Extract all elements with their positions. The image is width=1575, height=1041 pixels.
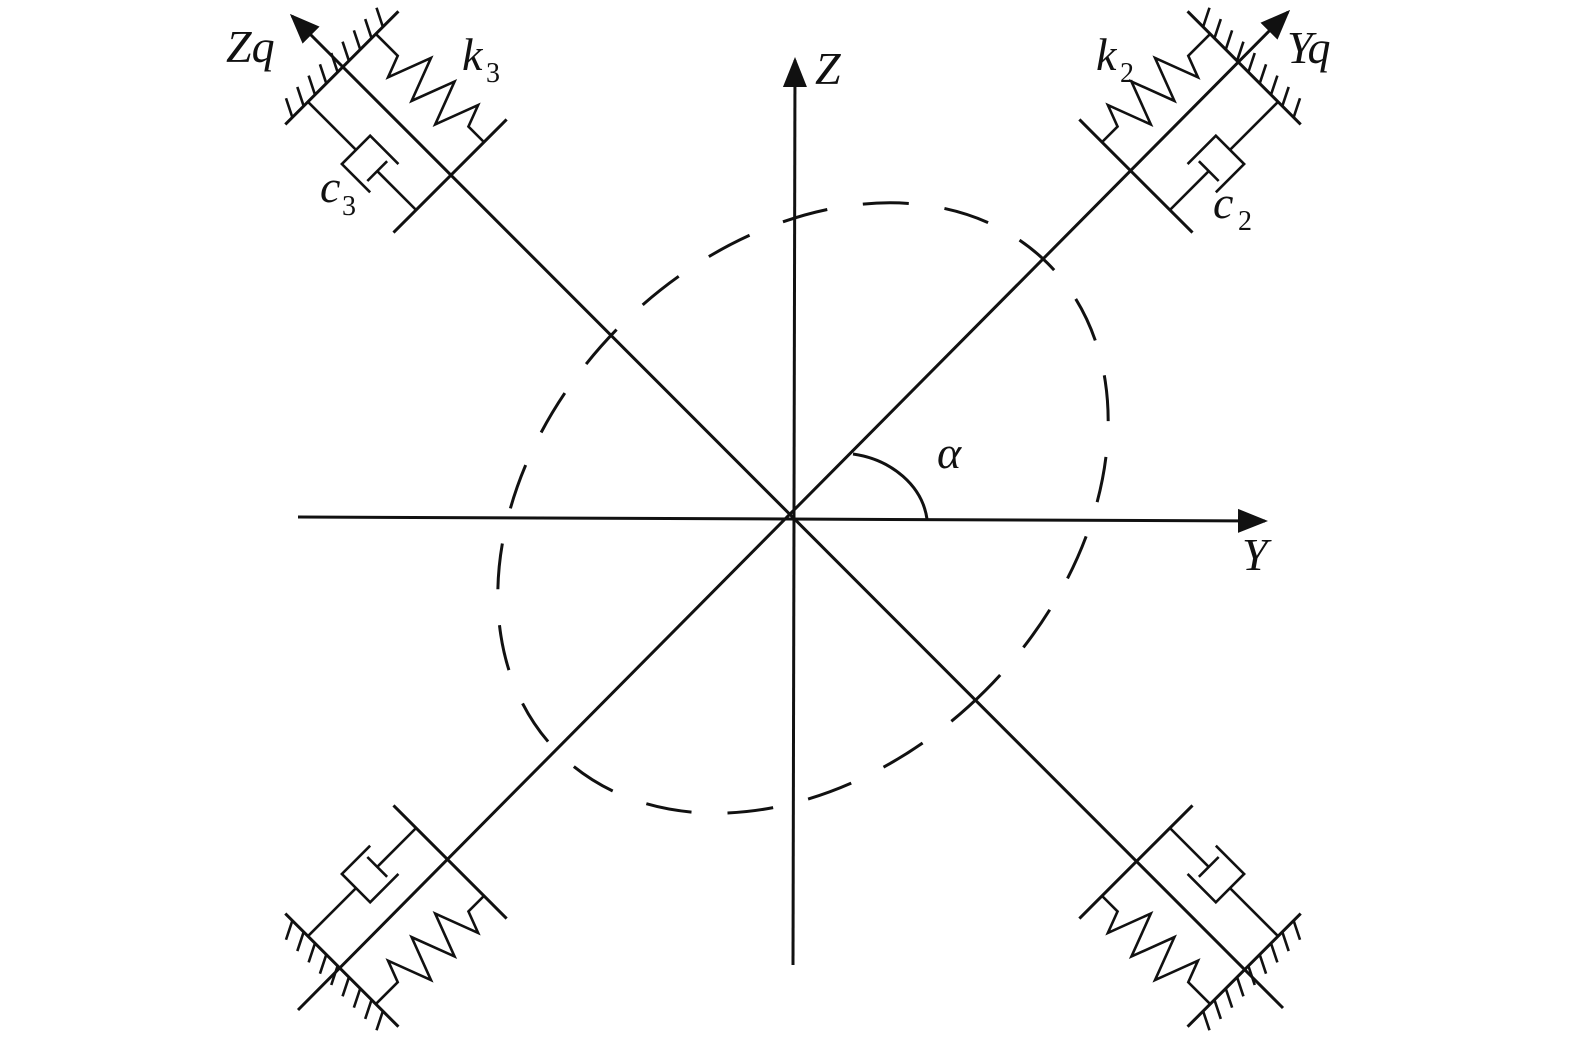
c3-subscript: 3	[342, 191, 356, 222]
upper-right-hatch	[1213, 18, 1223, 39]
z-axis-line	[782, 57, 807, 966]
upper-left-hatch	[296, 86, 305, 107]
c3-label: c	[320, 161, 340, 212]
upper-right-damper-cylinder	[1186, 133, 1246, 194]
lower-right-hatch	[1281, 931, 1290, 952]
yq-axis-label: Yq	[1287, 22, 1330, 73]
zq-axis-label: Zq	[226, 21, 275, 72]
upper-left-hatch	[330, 52, 339, 73]
upper-right-hatch	[1235, 41, 1245, 62]
orbit-ellipse	[496, 201, 1110, 815]
lower-left-spring	[374, 894, 485, 1005]
upper-left-hatch	[341, 41, 351, 62]
upper-left-inner-plate	[392, 118, 508, 234]
lower-left-hatch	[330, 965, 339, 986]
lower-left-hatch	[307, 942, 317, 963]
lower-right-damper-rod-outer	[1229, 887, 1279, 938]
lower-right-hatch	[1235, 976, 1245, 997]
k3-label: k	[462, 29, 484, 80]
k2-label: k	[1096, 29, 1118, 80]
yq-axis-line	[296, 9, 1291, 1012]
upper-left-hatch	[375, 7, 385, 28]
lower-right-support	[1078, 804, 1302, 1031]
alpha-arc	[852, 452, 929, 520]
z-axis-label: Z	[815, 43, 841, 94]
lower-left-hatch	[341, 976, 351, 997]
lower-left-inner-plate	[392, 804, 508, 920]
lower-left-damper-piston	[366, 856, 389, 878]
upper-left-damper-piston	[366, 160, 389, 182]
lower-right-hatch	[1258, 954, 1268, 975]
lower-left-hatch	[284, 920, 294, 941]
lower-right-damper-cylinder	[1186, 844, 1246, 905]
upper-right-damper-rod	[1168, 170, 1210, 211]
upper-left-spring	[374, 33, 485, 144]
upper-right-inner-plate	[1078, 118, 1194, 234]
lower-right-inner-plate	[1078, 804, 1194, 920]
upper-left-hatch	[363, 18, 373, 39]
lower-left-support	[284, 804, 508, 1031]
upper-left-hatch	[284, 97, 294, 118]
upper-left-hatch	[307, 75, 317, 96]
lower-left-hatch	[352, 988, 362, 1009]
alpha-label: α	[937, 427, 962, 478]
lower-right-spring	[1101, 894, 1212, 1005]
lower-right-hatch	[1224, 988, 1234, 1009]
y-axis-line	[297, 508, 1268, 533]
upper-right-hatch	[1201, 7, 1211, 28]
upper-right-hatch	[1292, 97, 1302, 118]
y-axis-label: Y	[1242, 529, 1272, 580]
lower-right-hatch	[1201, 1010, 1211, 1031]
upper-right-hatch	[1258, 63, 1268, 84]
upper-right-damper-piston	[1197, 160, 1220, 182]
lower-left-hatch	[296, 931, 305, 952]
upper-left-damper-rod	[376, 170, 418, 211]
upper-left-damper-rod-outer	[307, 100, 357, 151]
upper-right-spring	[1101, 33, 1212, 144]
c2-subscript: 2	[1238, 206, 1252, 237]
lower-left-hatch	[318, 954, 328, 975]
k3-subscript: 3	[486, 58, 500, 89]
lower-left-hatch	[375, 1010, 385, 1031]
c2-label: c	[1213, 177, 1233, 228]
k2-subscript: 2	[1120, 58, 1134, 89]
upper-right-support	[1078, 7, 1302, 234]
upper-right-ground-plate	[1186, 10, 1302, 126]
upper-right-hatch	[1224, 29, 1234, 50]
upper-left-hatch	[318, 63, 328, 84]
upper-left-support	[284, 7, 508, 234]
upper-right-hatch	[1247, 52, 1256, 73]
lower-left-hatch	[363, 999, 373, 1020]
lower-left-damper-rod-outer	[307, 887, 357, 938]
upper-right-hatch	[1269, 75, 1279, 96]
lower-right-damper-rod	[1168, 827, 1210, 868]
lower-right-hatch	[1247, 965, 1256, 986]
lower-right-hatch	[1213, 999, 1223, 1020]
lower-right-damper-piston	[1197, 856, 1220, 878]
upper-right-hatch	[1281, 86, 1290, 107]
upper-left-hatch	[352, 29, 362, 50]
upper-right-damper-rod-outer	[1229, 100, 1279, 151]
lower-left-ground-plate	[284, 912, 400, 1028]
zq-axis-line	[289, 13, 1285, 1010]
lower-right-hatch	[1292, 920, 1302, 941]
lower-left-damper-rod	[376, 827, 418, 868]
lower-right-hatch	[1269, 942, 1279, 963]
